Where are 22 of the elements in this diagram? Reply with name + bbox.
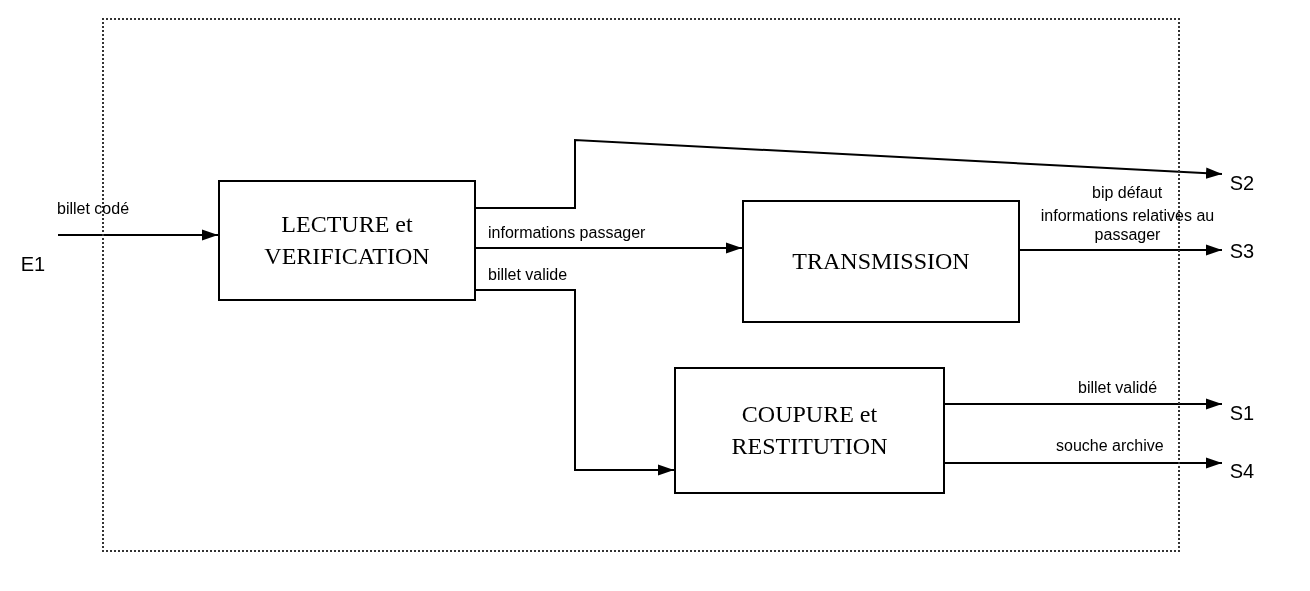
edge-label: billet validé bbox=[1078, 379, 1158, 397]
terminal-label: S3 bbox=[1222, 236, 1262, 266]
terminal-label: E1 bbox=[8, 226, 58, 276]
edge-label: billet valide bbox=[488, 266, 568, 284]
arrow bbox=[475, 242, 743, 254]
arrow bbox=[944, 398, 1223, 410]
terminal-label: S2 bbox=[1222, 168, 1262, 198]
terminal-label: S1 bbox=[1222, 398, 1262, 428]
edge-label: bip défaut bbox=[1092, 184, 1163, 202]
process-box: COUPURE et RESTITUTION bbox=[674, 367, 945, 494]
edge-label: billet codé bbox=[57, 200, 130, 218]
arrow bbox=[57, 229, 219, 241]
edge-label: informations passager bbox=[488, 224, 646, 242]
arrow bbox=[475, 138, 1223, 209]
terminal-label: S4 bbox=[1222, 456, 1262, 486]
arrow bbox=[944, 457, 1223, 469]
edge-label: souche archive bbox=[1056, 437, 1164, 455]
edge-label: informations relatives au passager bbox=[1040, 206, 1215, 245]
arrow bbox=[1019, 244, 1223, 256]
process-box: TRANSMISSION bbox=[742, 200, 1020, 323]
process-box: LECTURE et VERIFICATION bbox=[218, 180, 476, 301]
arrow bbox=[475, 289, 675, 476]
